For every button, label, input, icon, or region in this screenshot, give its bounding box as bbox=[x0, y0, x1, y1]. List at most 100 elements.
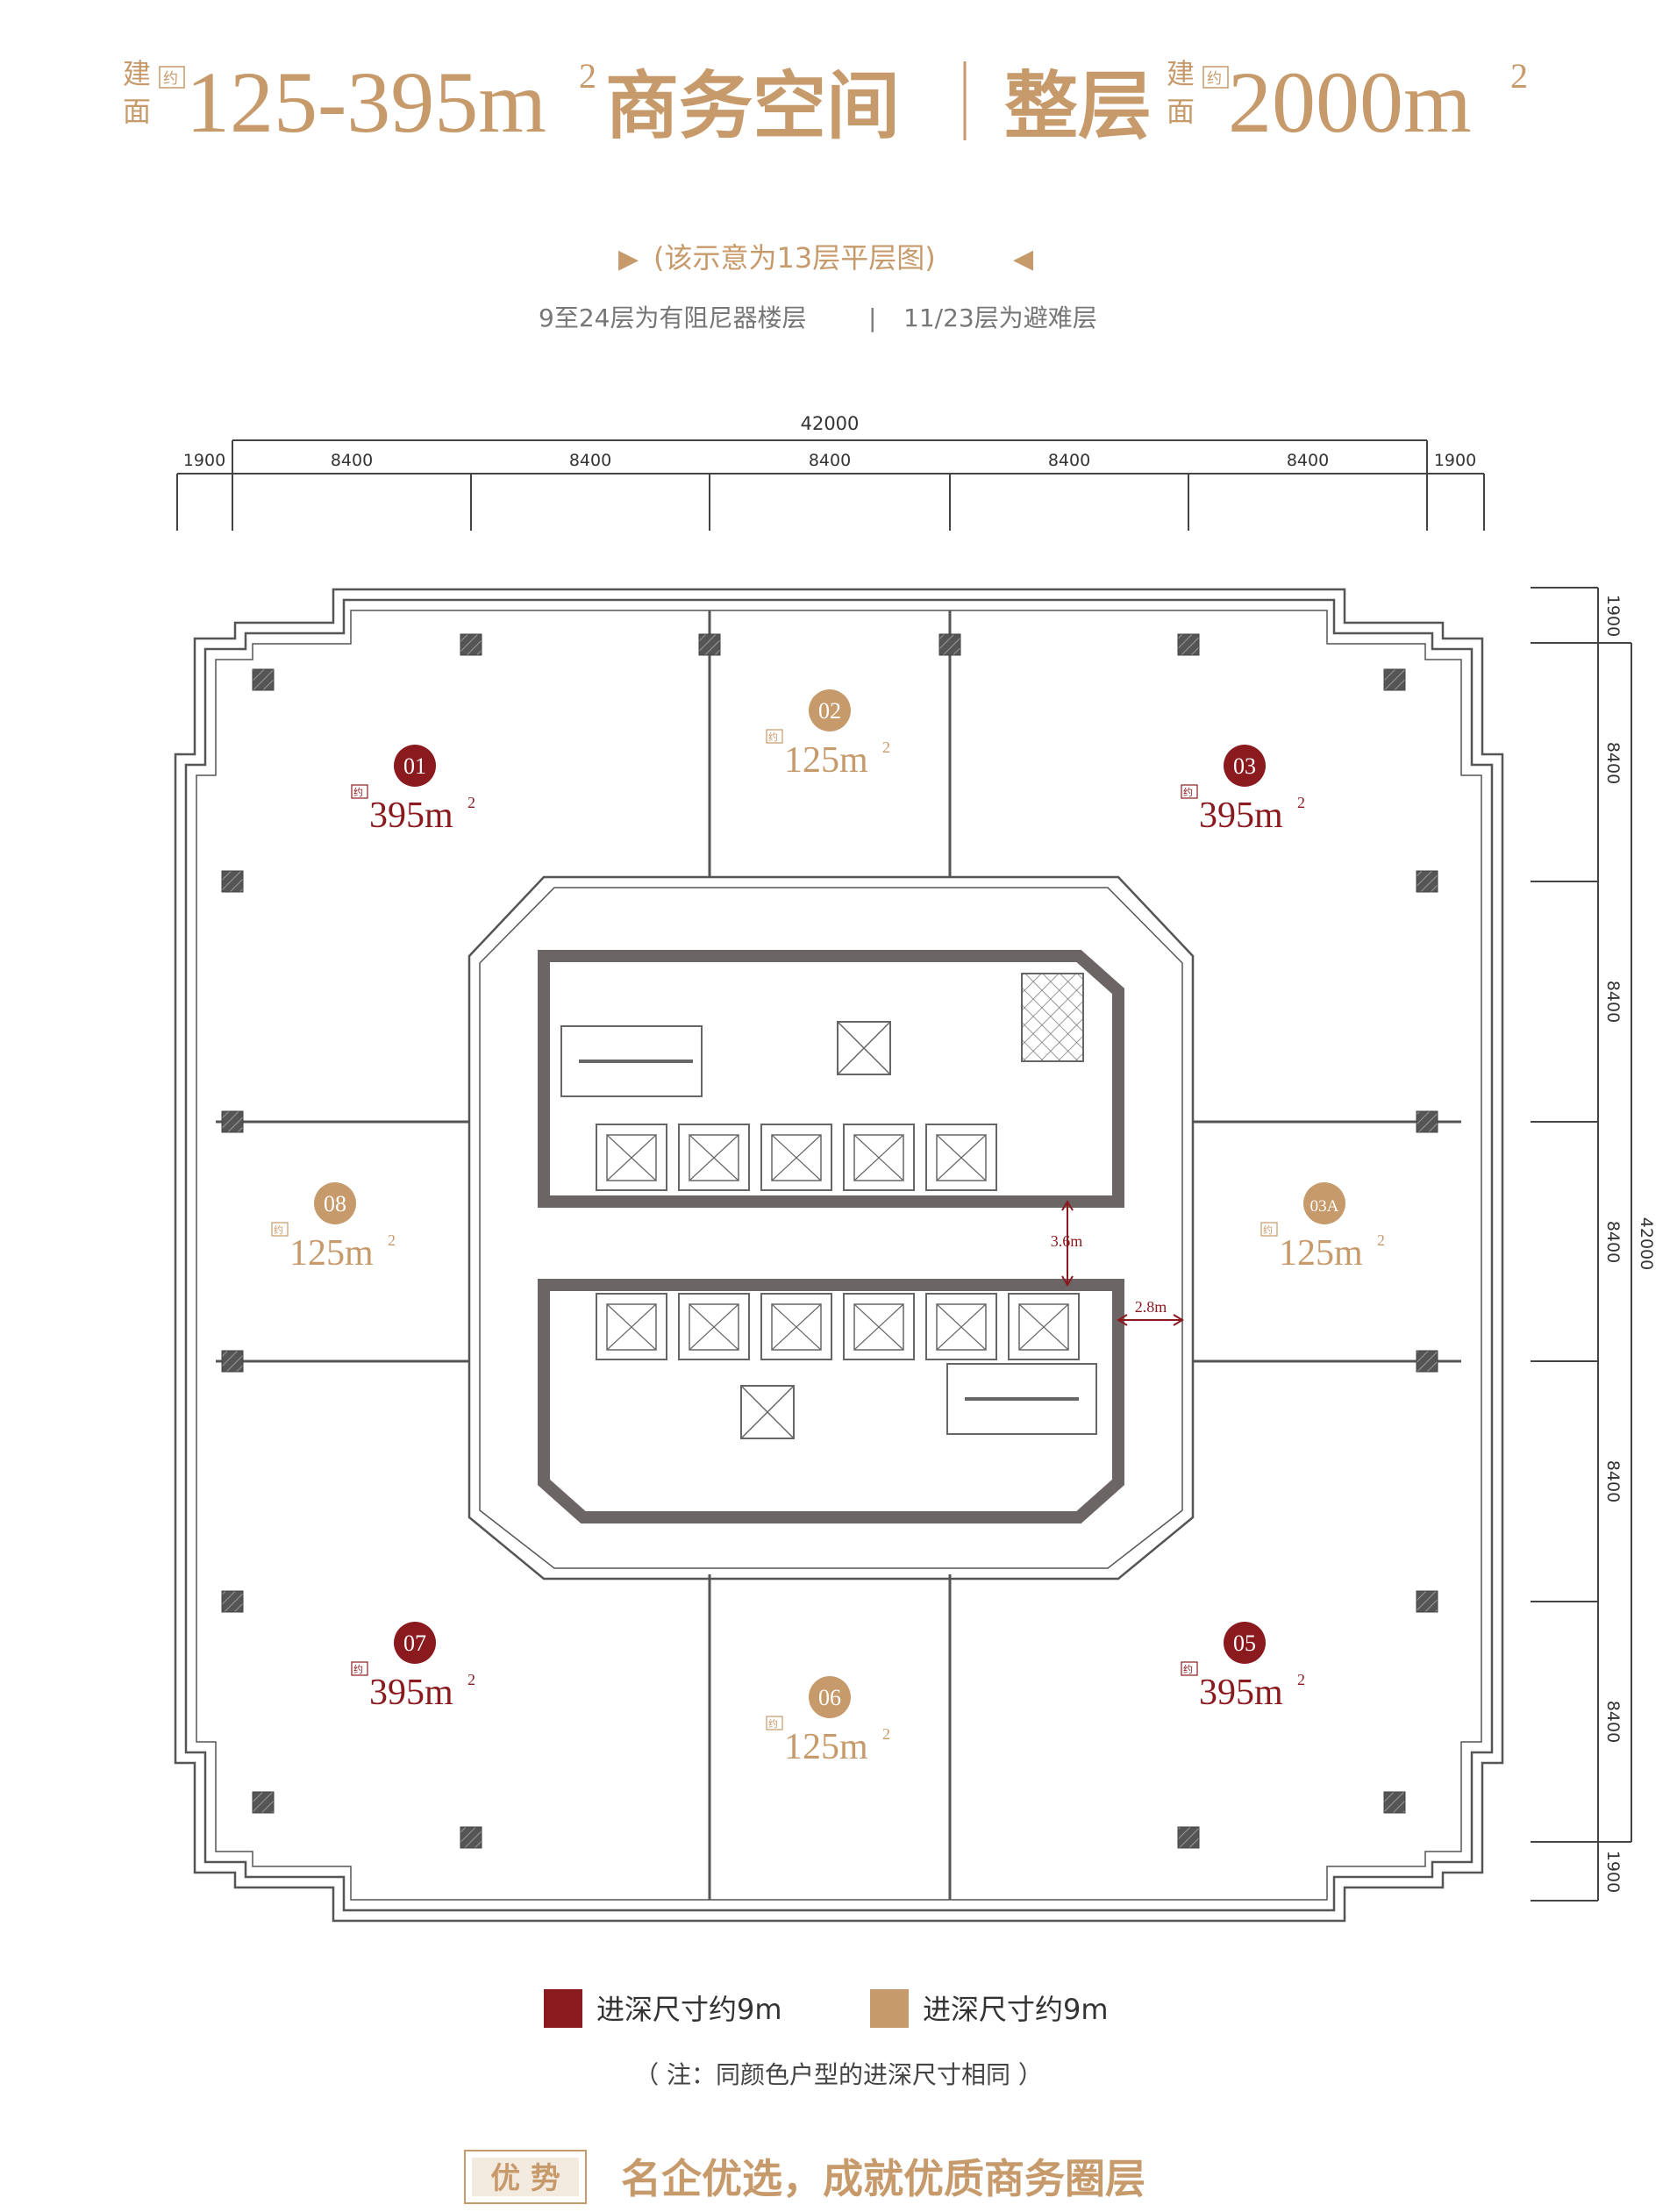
legend-swatch-gold bbox=[870, 1989, 909, 2028]
approx-marker bbox=[351, 1661, 368, 1676]
elevator-car bbox=[925, 1293, 997, 1360]
elevator-car bbox=[843, 1293, 915, 1360]
unit-badge bbox=[1224, 1622, 1266, 1664]
structural-column bbox=[1383, 668, 1406, 691]
elevator-car bbox=[1008, 1293, 1080, 1360]
unit-badge bbox=[314, 1182, 356, 1224]
structural-column bbox=[460, 1826, 482, 1849]
unit-badge bbox=[394, 1622, 436, 1664]
unit-area: 125m bbox=[1279, 1233, 1363, 1274]
structural-column bbox=[1416, 1110, 1438, 1133]
legend-note: （ 注：同颜色户型的进深尺寸相同 ） bbox=[634, 2060, 1043, 2089]
unit-number: 07 bbox=[403, 1630, 426, 1656]
top-seg-label: 8400 bbox=[809, 451, 851, 470]
overall-width-label: 42000 bbox=[801, 413, 860, 434]
elevator-car bbox=[596, 1293, 667, 1360]
approx-badge-left bbox=[159, 66, 185, 89]
unit-area: 125m bbox=[289, 1233, 374, 1274]
approx-text: 约 bbox=[768, 1718, 778, 1730]
floor-sup: 2 bbox=[1510, 56, 1528, 96]
unit-number: 03A bbox=[1310, 1197, 1339, 1216]
header: 建 面 约 125-395m 2 商务空间 整层 建 面 约 2000m 2 bbox=[123, 54, 1528, 151]
right-segment-labels: 1900 8400 8400 8400 8400 8400 1900 42000 bbox=[1603, 595, 1656, 1893]
structural-column bbox=[938, 633, 961, 656]
right-seg-label: 8400 bbox=[1603, 981, 1623, 1023]
elevator-car bbox=[760, 1124, 832, 1191]
structural-column bbox=[698, 633, 721, 656]
right-dimension-line bbox=[1531, 587, 1632, 1902]
structural-column bbox=[221, 1110, 244, 1133]
legend-swatch-red bbox=[544, 1989, 582, 2028]
unit-badge bbox=[809, 1676, 851, 1718]
top-dimension-line bbox=[176, 439, 1485, 531]
structural-column bbox=[221, 870, 244, 893]
approx-text: 约 bbox=[353, 1664, 363, 1675]
right-tag-bottom: 面 bbox=[1167, 95, 1195, 128]
corridor-dimensions: 3.6m 2.8m bbox=[1051, 1200, 1184, 1326]
structural-column bbox=[1416, 1590, 1438, 1613]
left-approx: 约 bbox=[163, 70, 178, 88]
top-seg-label: 1900 bbox=[183, 451, 225, 470]
approx-badge-right bbox=[1202, 66, 1229, 89]
unit-area: 395m bbox=[369, 1673, 453, 1713]
right-seg-label: 8400 bbox=[1603, 1701, 1623, 1743]
approx-text: 约 bbox=[768, 731, 778, 743]
footer-badge: 优 势 bbox=[490, 2161, 560, 2196]
unit-area-sup: 2 bbox=[1297, 794, 1305, 811]
top-seg-label: 1900 bbox=[1434, 451, 1476, 470]
unit-area: 395m bbox=[369, 796, 453, 836]
legend: 进深尺寸约9m 进深尺寸约9m （ 注：同颜色户型的进深尺寸相同 ） bbox=[544, 1989, 1109, 2089]
unit-badge bbox=[394, 745, 436, 787]
approx-text: 约 bbox=[1183, 1664, 1193, 1675]
legend-label-red: 进深尺寸约9m bbox=[596, 1993, 782, 2026]
elevator-car bbox=[596, 1124, 667, 1191]
column-grid bbox=[221, 633, 1438, 1849]
unit-number: 05 bbox=[1233, 1630, 1256, 1656]
right-seg-label: 8400 bbox=[1603, 1221, 1623, 1263]
approx-marker bbox=[1181, 1661, 1198, 1676]
structural-column bbox=[1416, 870, 1438, 893]
legend-label-gold: 进深尺寸约9m bbox=[923, 1993, 1109, 2026]
approx-text: 约 bbox=[1183, 787, 1193, 798]
top-seg-label: 8400 bbox=[1048, 451, 1090, 470]
subtitle: ▶ (该示意为13层平层图) ◀ 9至24层为有阻尼器楼层 | 11/23层为避… bbox=[539, 241, 1097, 332]
footer-badge-bg bbox=[472, 2158, 579, 2196]
unit-area: 395m bbox=[1199, 796, 1283, 836]
elevator-bank bbox=[596, 1124, 1080, 1360]
unit-badge bbox=[809, 689, 851, 731]
freight-elevator bbox=[837, 1021, 891, 1075]
structural-column bbox=[221, 1350, 244, 1373]
range-area: 125-395m bbox=[186, 54, 546, 151]
core bbox=[538, 950, 1124, 1523]
right-approx: 约 bbox=[1207, 70, 1222, 88]
approx-marker bbox=[1260, 1222, 1278, 1237]
right-seg-label: 8400 bbox=[1603, 742, 1623, 784]
approx-marker bbox=[1181, 784, 1198, 799]
right-seg-label: 1900 bbox=[1603, 1851, 1623, 1893]
top-segment-labels: 1900 8400 8400 8400 8400 8400 1900 bbox=[183, 451, 1476, 470]
range-label: 商务空间 bbox=[605, 63, 900, 149]
corridor-horizontal-label: 2.8m bbox=[1135, 1298, 1167, 1316]
left-tag-top: 建 bbox=[123, 57, 151, 90]
approx-marker bbox=[766, 1716, 783, 1730]
left-arrow-icon: ▶ bbox=[618, 244, 639, 275]
building-outline bbox=[174, 588, 1504, 1923]
unit-area-sup: 2 bbox=[388, 1231, 396, 1249]
unit-area-sup: 2 bbox=[467, 794, 475, 811]
structural-column bbox=[252, 1791, 275, 1814]
info-right: 11/23层为避难层 bbox=[903, 303, 1097, 332]
elevator-car bbox=[843, 1124, 915, 1191]
structural-column bbox=[1177, 633, 1200, 656]
left-tag-bottom: 面 bbox=[123, 95, 151, 128]
unit-area: 125m bbox=[784, 1727, 868, 1767]
approx-text: 约 bbox=[353, 787, 363, 798]
unit-area: 395m bbox=[1199, 1673, 1283, 1713]
